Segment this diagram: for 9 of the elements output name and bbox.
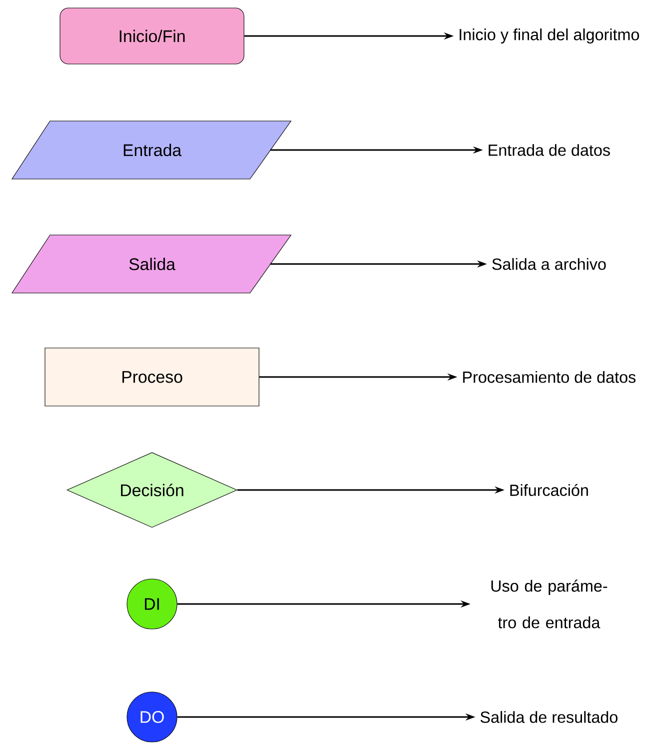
process-box: Proceso [44, 348, 260, 406]
description-text: Entrada de datos [488, 144, 610, 156]
description-text: Salida a archivo [492, 258, 606, 270]
description-text: Procesamiento de datos [463, 371, 636, 383]
description-text: Inicio y final del algoritmo [460, 28, 640, 44]
description-text: Bifurcación [510, 484, 588, 496]
description-text: Salida de resultado [480, 711, 618, 723]
description-text: Uso de paráme- tro de entrada [491, 580, 608, 628]
terminal-box: Inicio/Fin [60, 8, 244, 64]
